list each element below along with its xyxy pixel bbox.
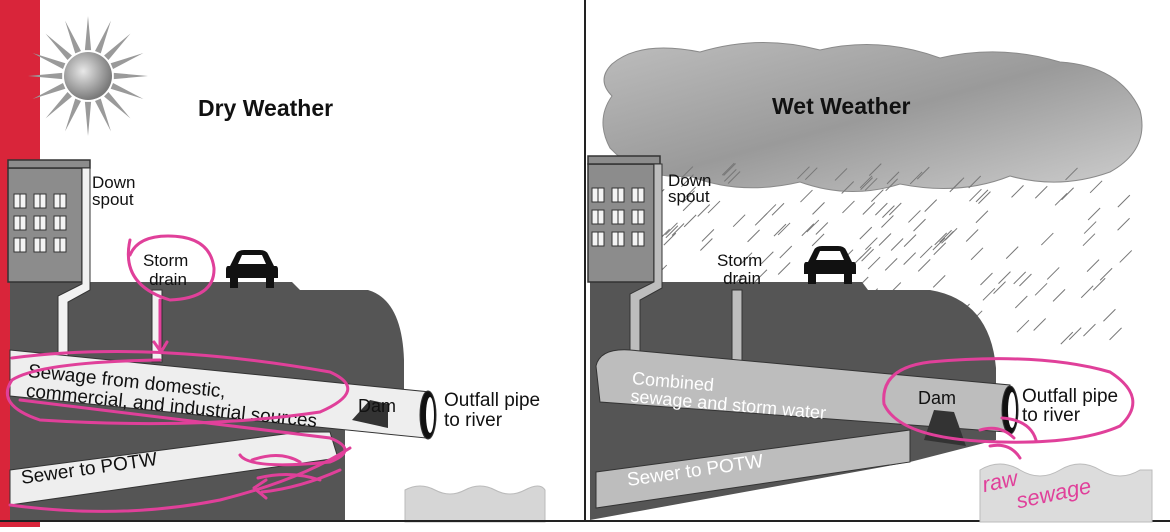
dam-label: Dam: [358, 396, 396, 416]
wet-river: [979, 463, 1153, 523]
dry-weather-panel: Dry Weather Down spout Storm drain: [0, 0, 546, 527]
wet-annotation-marks: [882, 357, 1135, 460]
wet-dam-label: Dam: [918, 388, 956, 408]
dam: [352, 400, 388, 428]
wet-sewer-potw-pipe: [595, 429, 911, 509]
wet-storm-drain-pipe: [731, 289, 743, 367]
sewer-potw-pipe: [9, 431, 339, 506]
storm-drain-label: Storm drain: [143, 251, 193, 289]
sun-icon: [28, 16, 148, 136]
wet-weather-panel: Wet Weather Down spout Storm drain: [587, 42, 1153, 523]
wet-building-icon: [587, 155, 661, 283]
building-icon: [7, 159, 91, 283]
river: [404, 485, 546, 523]
wet-car-icon: [804, 246, 856, 284]
dry-weather-title: Dry Weather: [198, 95, 333, 121]
wet-storm-drain-label: Storm drain: [717, 251, 767, 288]
car-icon: [226, 250, 278, 288]
wet-dam: [924, 410, 966, 446]
outfall-label: Outfall pipe to river: [444, 390, 545, 431]
wet-weather-title: Wet Weather: [772, 93, 911, 119]
downspout-label: Down spout: [92, 173, 140, 209]
storm-drain-pipe: [151, 289, 163, 363]
wet-outfall-label: Outfall pipe to river: [1022, 386, 1123, 426]
wet-downspout-label: Down spout: [668, 171, 716, 206]
annotation-marks: [6, 234, 352, 513]
